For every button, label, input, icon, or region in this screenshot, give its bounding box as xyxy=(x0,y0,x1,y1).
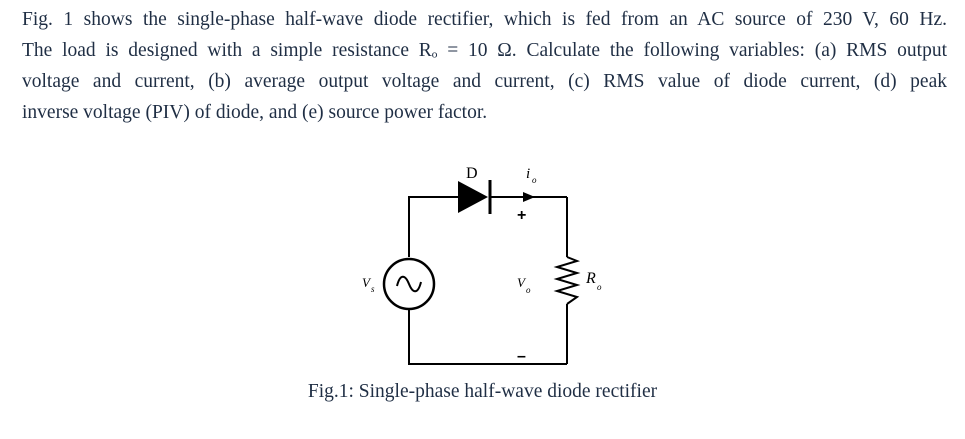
ac-source xyxy=(382,257,436,311)
source-label: V xyxy=(362,275,372,290)
diode-triangle xyxy=(458,181,488,213)
output-voltage-label: V xyxy=(517,275,527,290)
bottom-wire xyxy=(408,310,567,365)
resistor-zigzag xyxy=(553,256,581,305)
load-subscript: o xyxy=(597,282,602,292)
problem-line-1: Fig. 1 shows the single-phase half-wave … xyxy=(22,9,947,30)
problem-line-3: voltage and current, (b) average output … xyxy=(22,71,947,92)
top-left-wire xyxy=(408,196,458,257)
current-label: i xyxy=(526,166,530,182)
problem-statement: Fig. 1 shows the single-phase half-wave … xyxy=(22,4,947,128)
load-label: R xyxy=(585,270,596,287)
source-subscript: s xyxy=(371,284,375,294)
current-subscript: o xyxy=(532,175,537,185)
current-arrow-icon xyxy=(523,192,535,202)
problem-line-2: The load is designed with a simple resis… xyxy=(22,40,947,61)
diode-label: D xyxy=(466,165,478,182)
sine-wave-icon xyxy=(396,275,422,293)
plus-sign: + xyxy=(517,207,526,224)
output-voltage-subscript: o xyxy=(526,285,531,295)
figure-caption: Fig.1: Single-phase half-wave diode rect… xyxy=(307,381,658,402)
minus-sign: – xyxy=(517,348,526,365)
problem-line-4: inverse voltage (PIV) of diode, and (e) … xyxy=(22,102,488,123)
